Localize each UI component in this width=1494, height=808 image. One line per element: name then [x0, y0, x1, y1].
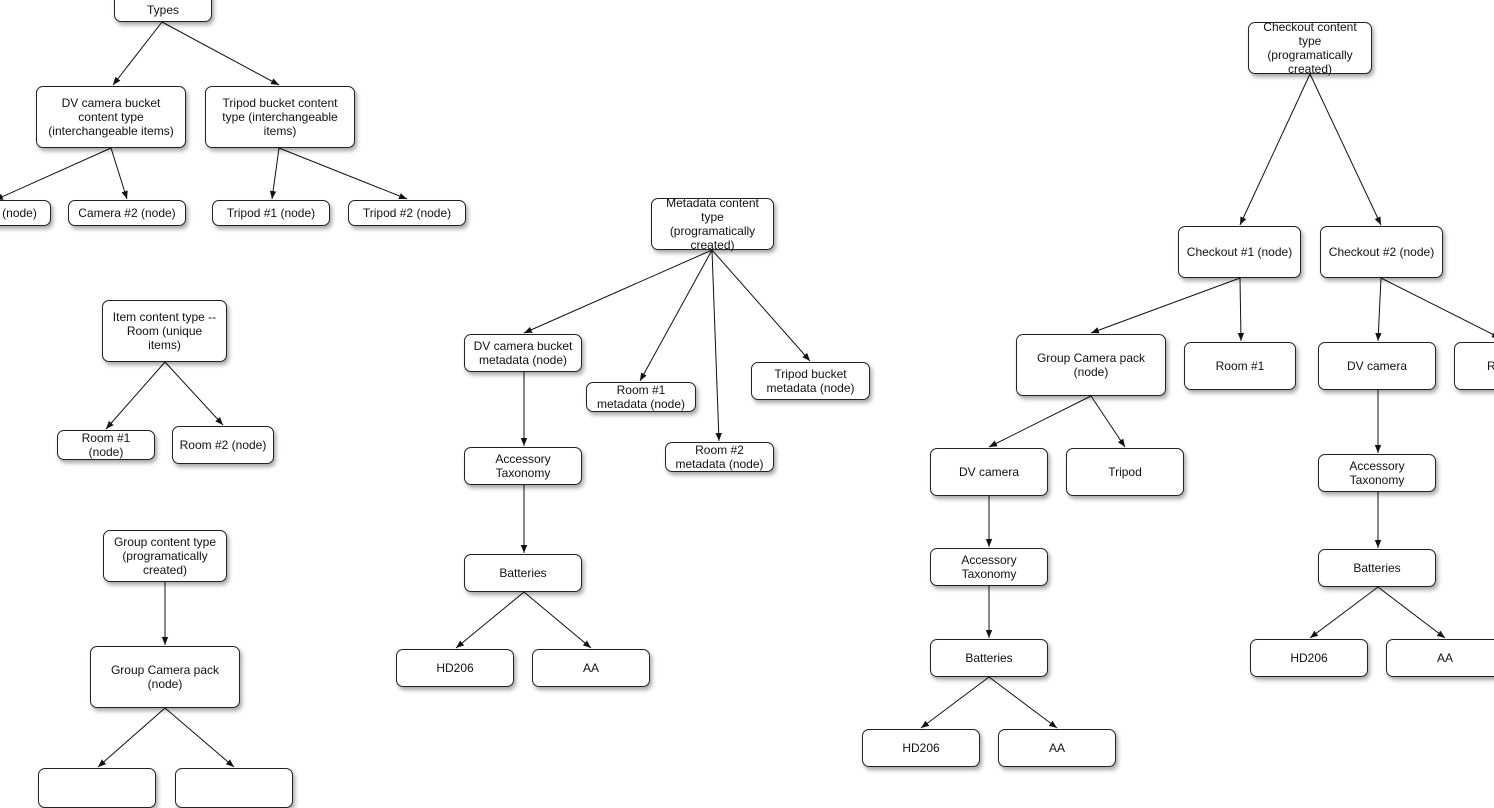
meta-accessory-taxonomy-node: Accessory Taxonomy — [464, 447, 582, 485]
camera1-node: (node) — [0, 200, 51, 226]
tripod1-node: Tripod #1 (node) — [212, 200, 330, 226]
edge-co2-batteries-to-hd206 — [1309, 586, 1379, 639]
edge-co2-to-dv — [1375, 277, 1382, 342]
tripod-bucket-metadata-node: Tripod bucket metadata (node) — [751, 362, 870, 400]
group-type-node: Group content type (programatically crea… — [103, 530, 227, 582]
edge-pack-to-child2 — [164, 707, 235, 768]
edge-pack-to-dv — [988, 395, 1092, 448]
checkout1-tripod-node: Tripod — [1066, 448, 1184, 496]
meta-aa-node: AA — [532, 649, 650, 687]
checkout-type-node: Checkout content type (programatically c… — [1248, 20, 1372, 76]
room2-node: Room #2 (node) — [172, 426, 274, 464]
checkout2-dv-camera-node: DV camera — [1318, 342, 1436, 390]
edge-room-type-to-room1 — [105, 361, 166, 430]
checkout2-aa-node: AA — [1386, 639, 1494, 677]
tripod-bucket-type-node: Tripod bucket content type (interchangea… — [205, 86, 355, 148]
edge-co1-to-pack — [1090, 277, 1241, 334]
checkout1-aa-node: AA — [998, 729, 1116, 767]
diagram-edges — [0, 21, 1494, 768]
edge-meta-to-room1 — [639, 249, 713, 382]
edge-meta-to-room2 — [711, 249, 722, 442]
edge-batteries-to-hd206 — [455, 591, 525, 649]
checkout1-batteries-node: Batteries — [930, 639, 1048, 677]
group-child-node-2 — [175, 768, 293, 808]
edge-meta-to-tripod — [711, 249, 811, 362]
edge-checkout-to-co1 — [1239, 73, 1311, 226]
edge-pack-to-tripod — [1090, 395, 1126, 448]
checkout2-hd206-node: HD206 — [1250, 639, 1368, 677]
edge-dv-to-camera2 — [110, 147, 128, 200]
camera2-node: Camera #2 (node) — [68, 200, 186, 226]
edge-batteries-to-aa — [523, 591, 592, 649]
meta-batteries-node: Batteries — [464, 554, 582, 592]
checkout1-dv-camera-node: DV camera — [930, 448, 1048, 496]
edge-dv-to-camera1 — [0, 147, 112, 200]
group-camera-pack-node: Group Camera pack (node) — [90, 646, 240, 708]
item-room-type-node: Item content type -- Room (unique items) — [102, 300, 227, 362]
checkout2-batteries-node: Batteries — [1318, 549, 1436, 587]
checkout1-accessory-taxonomy-node: Accessory Taxonomy — [930, 548, 1048, 586]
edge-batteries-to-hd206-co1 — [920, 676, 990, 729]
checkout1-group-camera-pack-node: Group Camera pack (node) — [1016, 334, 1166, 396]
room1-metadata-node: Room #1 metadata (node) — [586, 382, 696, 412]
tripod2-node: Tripod #2 (node) — [348, 200, 466, 226]
checkout1-room1-node: Room #1 — [1184, 342, 1296, 390]
edge-co2-batteries-to-aa — [1377, 586, 1446, 639]
meta-hd206-node: HD206 — [396, 649, 514, 687]
group-child-node-1 — [38, 768, 156, 808]
types-root-node: Types — [114, 0, 212, 22]
dv-bucket-metadata-node: DV camera bucket metadata (node) — [464, 334, 582, 372]
edge-co2-to-partial — [1380, 277, 1494, 338]
edge-co1-to-room1 — [1237, 277, 1245, 342]
edge-checkout-to-co2 — [1309, 73, 1382, 226]
edge-types-to-tripod — [161, 21, 280, 86]
checkout2-accessory-taxonomy-node: Accessory Taxonomy — [1318, 454, 1436, 492]
checkout1-hd206-node: HD206 — [862, 729, 980, 767]
edge-meta-to-dv — [523, 249, 713, 334]
checkout2-partial-node: R — [1454, 342, 1494, 390]
edge-room-type-to-room2 — [164, 361, 224, 426]
edge-tripod-to-tripod2 — [278, 147, 408, 200]
checkout2-node: Checkout #2 (node) — [1320, 226, 1443, 278]
edge-types-to-dv — [112, 21, 163, 86]
dv-bucket-type-node: DV camera bucket content type (interchan… — [36, 86, 186, 148]
checkout1-node: Checkout #1 (node) — [1178, 226, 1301, 278]
edge-tripod-to-tripod1 — [269, 147, 280, 200]
room2-metadata-node: Room #2 metadata (node) — [665, 442, 774, 472]
edge-batteries-to-aa-co1 — [988, 676, 1058, 729]
metadata-type-node: Metadata content type (programatically c… — [651, 196, 774, 252]
room1-node: Room #1 (node) — [57, 430, 155, 460]
edge-pack-to-child1 — [97, 707, 166, 768]
